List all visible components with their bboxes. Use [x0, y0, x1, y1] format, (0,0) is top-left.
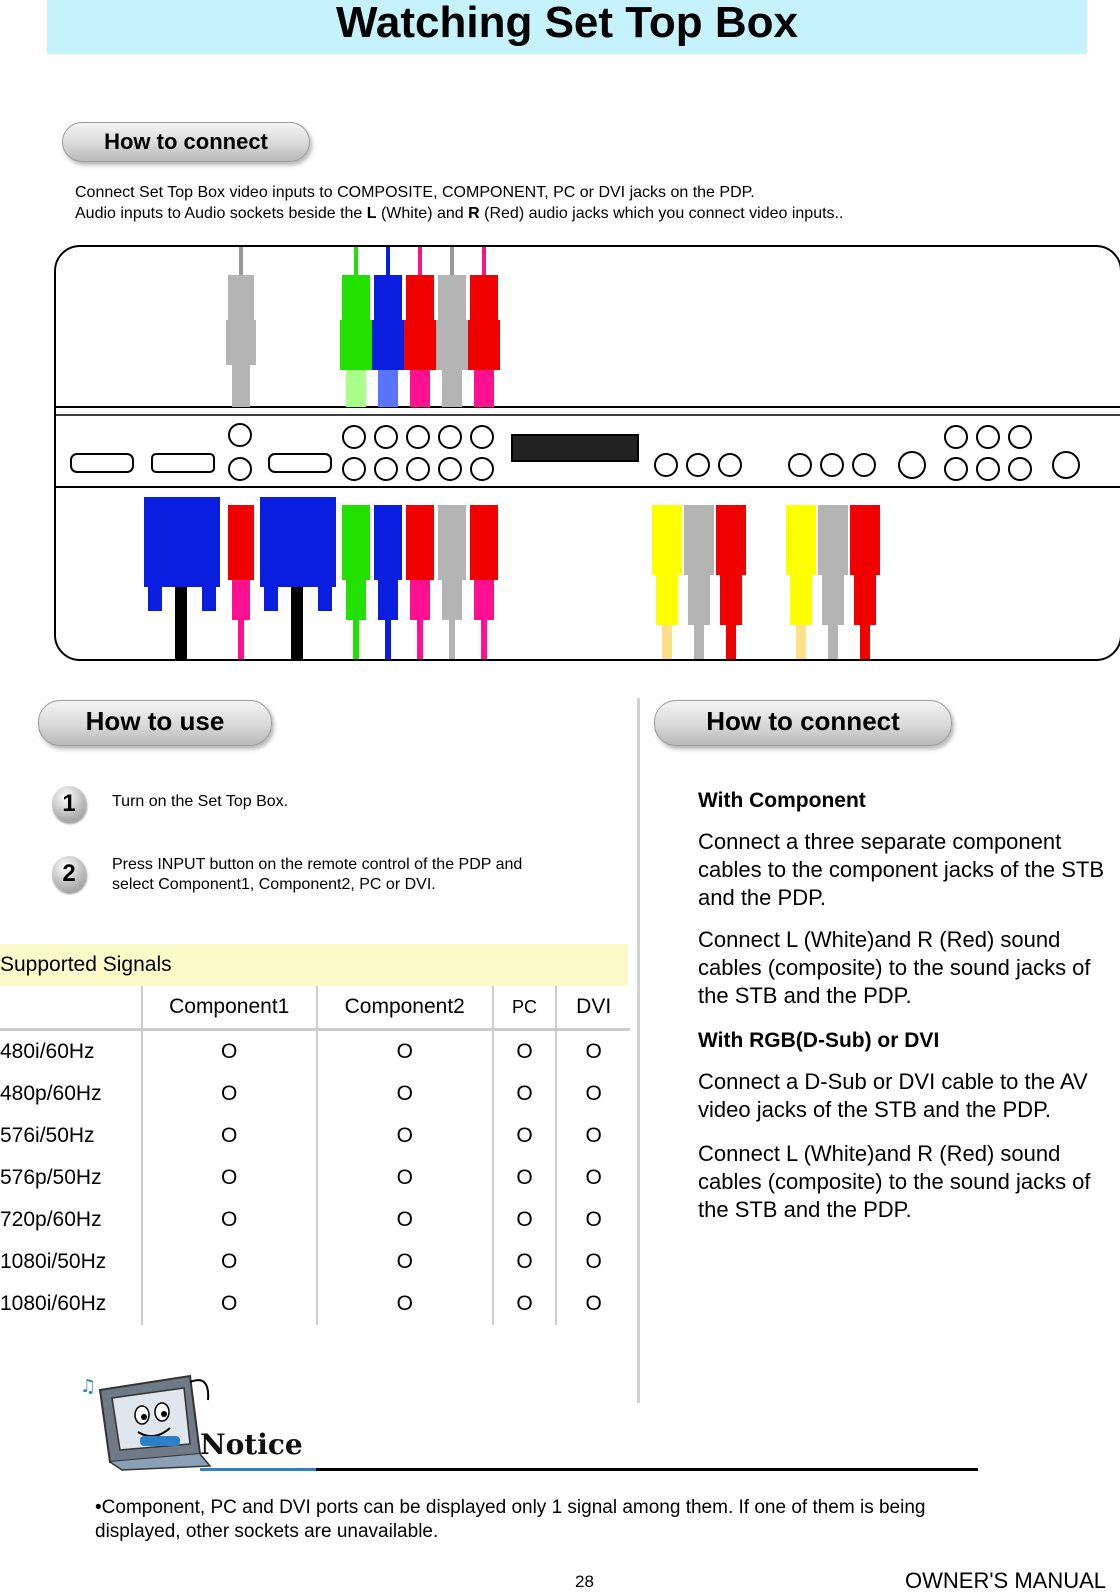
- with-rgb-dvi-heading: With RGB(D-Sub) or DVI: [698, 1029, 940, 1052]
- table-cell: O: [140, 1115, 317, 1157]
- bottom-audio-plug: [228, 505, 254, 659]
- table-cell: O: [491, 1073, 557, 1115]
- top-white-plug: [226, 247, 256, 407]
- notice-tv-character-icon: ♫: [80, 1374, 212, 1471]
- table-cell: O: [140, 1241, 317, 1283]
- step-1-text: Turn on the Set Top Box.: [112, 793, 289, 810]
- table-row: 576i/50Hz O O O O: [0, 1115, 630, 1157]
- how-to-connect-header: How to connect: [62, 122, 310, 162]
- table-cell: O: [555, 1241, 630, 1283]
- column-header-component2: Component2: [315, 986, 493, 1031]
- step-1-icon: 1: [52, 786, 86, 822]
- signal-name: 1080i/60Hz: [0, 1292, 107, 1315]
- column-divider: [637, 698, 640, 1403]
- signal-name: 480p/60Hz: [0, 1082, 102, 1105]
- table-cell: O: [315, 1029, 493, 1073]
- composite-plugs-1: [652, 505, 746, 659]
- intro-line-2: Audio inputs to Audio sockets beside the…: [75, 205, 844, 222]
- connector-jacks: [70, 423, 1080, 481]
- title-bar: Watching Set Top Box: [47, 0, 1087, 54]
- table-cell: O: [315, 1283, 493, 1325]
- table-cell: O: [140, 1199, 317, 1241]
- signal-name: 1080i/50Hz: [0, 1250, 107, 1273]
- table-cell: O: [555, 1199, 630, 1241]
- with-component-heading: With Component: [698, 789, 866, 812]
- top-component-plugs: [340, 247, 500, 407]
- signal-name: 720p/60Hz: [0, 1208, 102, 1231]
- footer-manual-label: OWNER'S MANUAL: [905, 1568, 1106, 1593]
- table-cell: O: [315, 1157, 493, 1199]
- table-cell: O: [140, 1073, 317, 1115]
- with-component-text-2: Connect L (White)and R (Red) sound cable…: [698, 927, 1091, 1008]
- table-cell: O: [315, 1115, 493, 1157]
- notice-accent-line: [200, 1468, 318, 1471]
- dsub-plug: [260, 497, 336, 659]
- connection-diagram: [54, 245, 1120, 661]
- composite-plugs-2: [786, 505, 880, 659]
- table-cell: O: [140, 1157, 317, 1199]
- table-cell: O: [315, 1073, 493, 1115]
- table-cell: O: [491, 1157, 557, 1199]
- table-cell: O: [491, 1241, 557, 1283]
- column-header-blank: [0, 986, 142, 1031]
- supported-signals-heading: Supported Signals: [0, 944, 628, 986]
- table-row: 720p/60Hz O O O O: [0, 1199, 630, 1241]
- table-cell: O: [315, 1241, 493, 1283]
- table-cell: O: [491, 1199, 557, 1241]
- step-2-icon: 2: [52, 856, 86, 892]
- signal-name: 480i/60Hz: [0, 1040, 95, 1063]
- table-cell: O: [555, 1157, 630, 1199]
- table-cell: O: [555, 1283, 630, 1325]
- with-rgb-dvi-text-1: Connect a D-Sub or DVI cable to the AV v…: [698, 1069, 1088, 1122]
- table-row: 1080i/60Hz O O O O: [0, 1283, 630, 1325]
- svg-text:♫: ♫: [80, 1376, 96, 1397]
- table-cell: O: [315, 1199, 493, 1241]
- step-2-text: Press INPUT button on the remote control…: [112, 856, 523, 893]
- table-cell: O: [555, 1073, 630, 1115]
- table-row: 480p/60Hz O O O O: [0, 1073, 630, 1115]
- with-rgb-dvi-text-2: Connect L (White)and R (Red) sound cable…: [698, 1141, 1091, 1222]
- page-title: Watching Set Top Box: [336, 0, 798, 47]
- table-cell: O: [491, 1029, 557, 1073]
- notice-label: Notice: [200, 1428, 303, 1461]
- how-to-use-header: How to use: [38, 700, 272, 746]
- supported-signals-table: Component1 Component2 PC DVI 480i/60Hz O…: [0, 986, 630, 1325]
- left-label: L: [366, 205, 377, 222]
- table-row: 480i/60Hz O O O O: [0, 1029, 630, 1073]
- table-cell: O: [140, 1029, 317, 1073]
- intro-text: Connect Set Top Box video inputs to COMP…: [75, 182, 843, 224]
- how-to-connect-right-header: How to connect: [654, 700, 952, 746]
- table-row: 576p/50Hz O O O O: [0, 1157, 630, 1199]
- column-header-dvi: DVI: [555, 986, 630, 1031]
- table-row: 1080i/50Hz O O O O: [0, 1241, 630, 1283]
- table-cell: O: [491, 1115, 557, 1157]
- signal-name: 576p/50Hz: [0, 1166, 102, 1189]
- notice-text: •Component, PC and DVI ports can be disp…: [95, 1497, 926, 1542]
- page-number: 28: [575, 1572, 594, 1591]
- with-component-text-1: Connect a three separate component cable…: [698, 829, 1105, 910]
- table-cell: O: [140, 1283, 317, 1325]
- bottom-component-plugs: [342, 505, 498, 659]
- intro-line-1: Connect Set Top Box video inputs to COMP…: [75, 184, 755, 201]
- connector-panel-illustration: [56, 247, 1120, 659]
- signal-name: 576i/50Hz: [0, 1124, 95, 1147]
- table-cell: O: [491, 1283, 557, 1325]
- right-label: R: [468, 205, 480, 222]
- table-cell: O: [555, 1115, 630, 1157]
- table-cell: O: [555, 1029, 630, 1073]
- dvi-plug: [144, 497, 220, 659]
- notice-rule: [316, 1468, 978, 1471]
- column-header-component1: Component1: [140, 986, 317, 1031]
- table-header-row: Component1 Component2 PC DVI: [0, 986, 630, 1031]
- column-header-pc: PC: [491, 986, 557, 1031]
